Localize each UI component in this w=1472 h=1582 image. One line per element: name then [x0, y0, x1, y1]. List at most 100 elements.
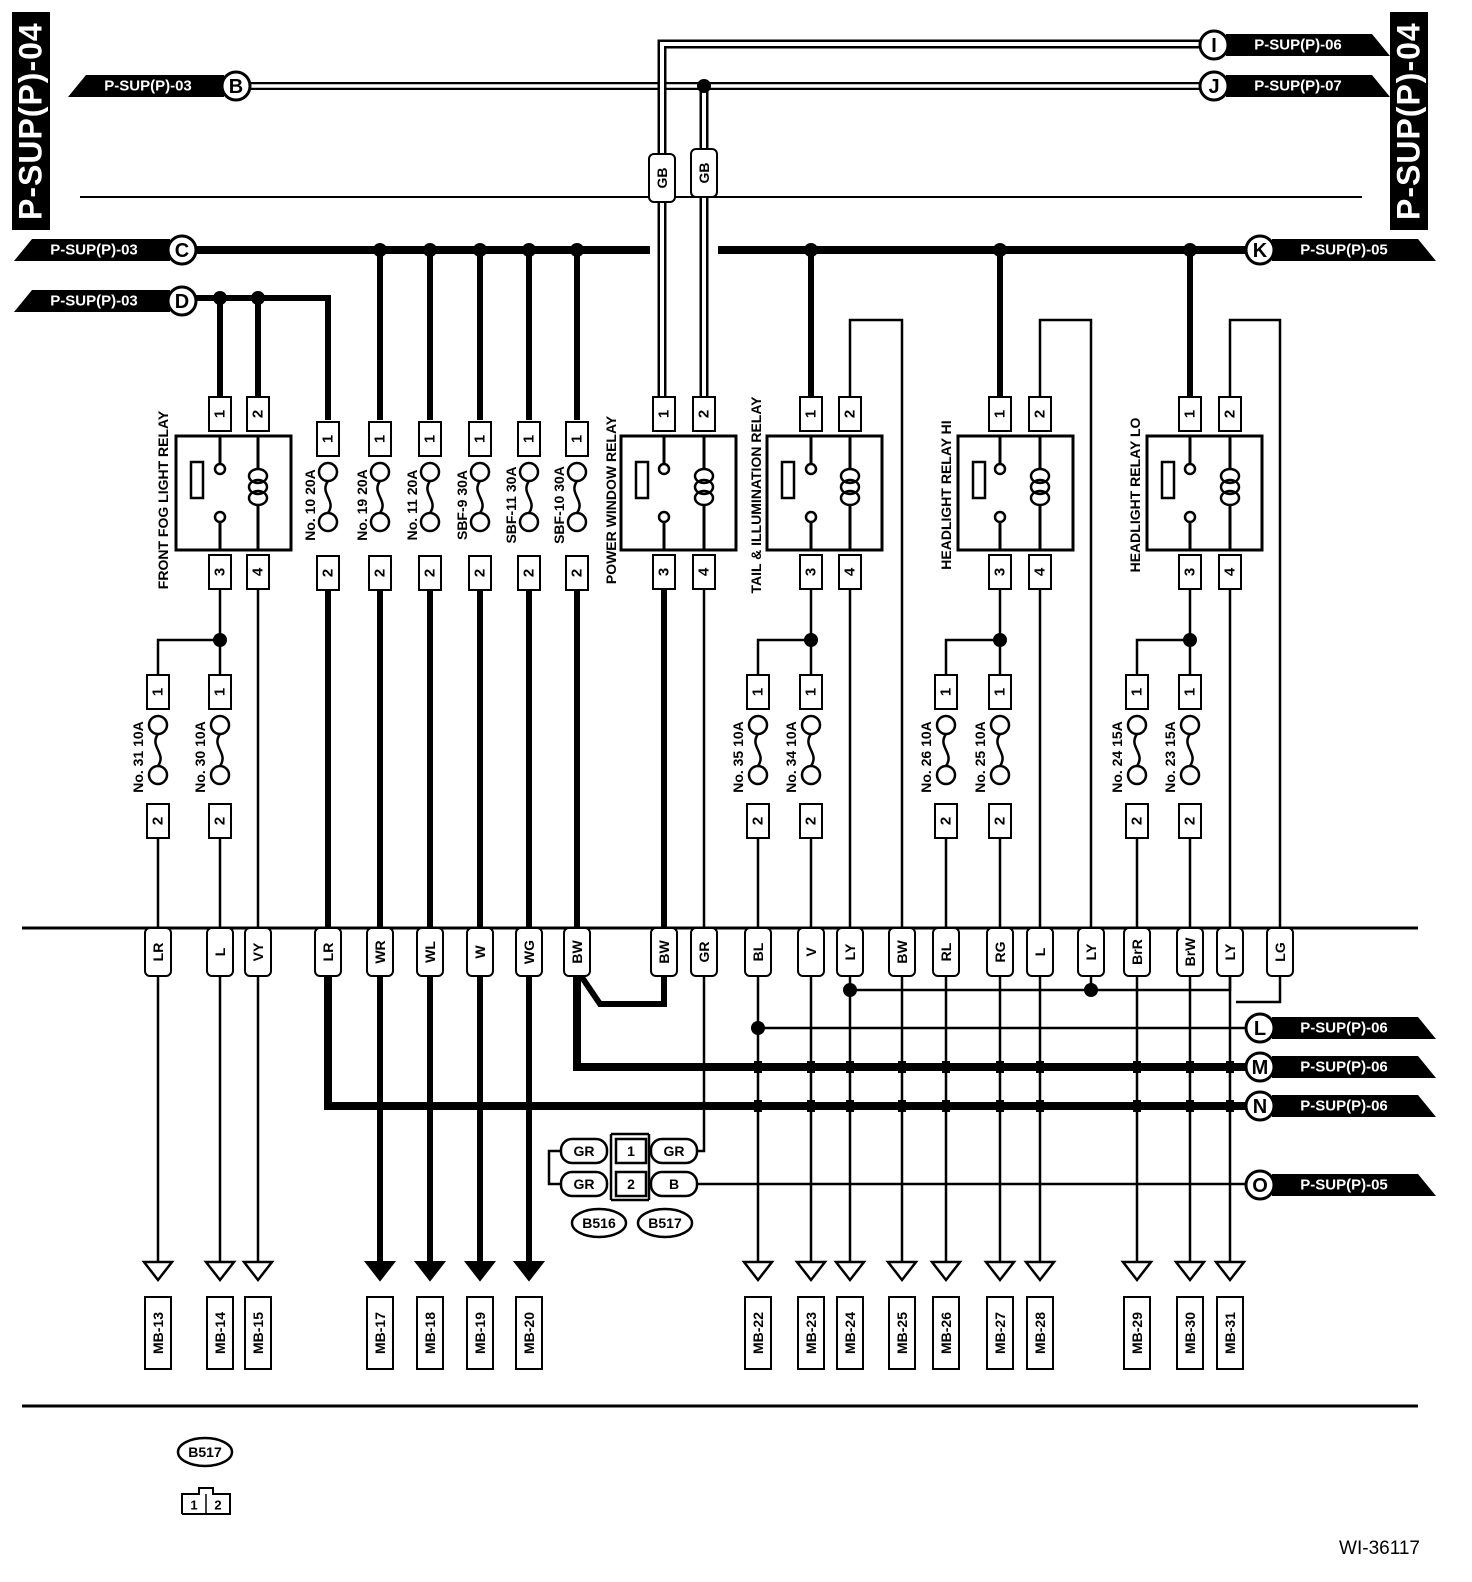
arrow-MB-29	[1120, 1260, 1154, 1283]
fuse-terminal	[989, 764, 1011, 786]
junction-dot	[843, 983, 857, 997]
crossing	[898, 1100, 906, 1112]
connector-o-ref: P-SUP(P)-05	[1300, 1177, 1388, 1194]
fuse-upper-4-pin-1-text: 1	[472, 435, 489, 443]
relay-5-contact	[1160, 460, 1176, 500]
relay-1-coil	[247, 478, 269, 496]
fuse-lower-5-label: No. 26 10A	[918, 721, 934, 793]
splice-right-wire	[649, 1137, 699, 1165]
fuse-lower-2-pin-2-text: 2	[212, 817, 229, 825]
relay-3-coil	[839, 467, 861, 485]
output-mb-26	[932, 1296, 960, 1370]
fuse-lower-5-pin-2-text: 2	[938, 817, 955, 825]
fuse-terminal	[317, 511, 339, 533]
relay-2-label: POWER WINDOW RELAY	[603, 415, 619, 584]
junction-dot	[473, 243, 487, 257]
relay-1-pin-2-text: 2	[250, 410, 267, 418]
fuse-link	[476, 480, 484, 514]
connector-j-ref: P-SUP(P)-07	[1254, 78, 1342, 95]
fuse-lower-3-label: No. 35 10A	[730, 721, 746, 793]
crossing	[942, 1100, 950, 1112]
coil-feed-wire	[1228, 318, 1282, 925]
output-mb-23	[797, 1296, 825, 1370]
crossing	[754, 1061, 762, 1073]
output-mb-17-text: MB-17	[372, 1312, 388, 1354]
fuse-upper-3-pin-2-text: 2	[422, 569, 439, 577]
relay-2-pin-1	[652, 396, 676, 432]
relay-2-pin-2-text: 2	[696, 410, 713, 418]
splice-right-wire-text: B	[669, 1176, 679, 1192]
connector-d-letter: D	[175, 291, 189, 313]
relay-3-pin-1-text: 1	[803, 410, 820, 418]
wire	[756, 638, 811, 675]
relay-2-contact	[634, 460, 650, 500]
gr-drop	[690, 970, 706, 1153]
wire	[156, 638, 220, 675]
wire-color-tag	[366, 927, 394, 977]
relay-1-pin-4-text: 4	[250, 567, 267, 576]
wire	[1135, 638, 1190, 675]
crossing	[846, 1100, 854, 1112]
wire-color-tag	[466, 927, 494, 977]
wire-color-tag-text: BW	[569, 940, 585, 964]
output-mb-13	[144, 1296, 172, 1370]
fuse-upper-2-label: No. 19 20A	[354, 469, 370, 541]
wire-color-tag-text: LY	[1222, 943, 1238, 960]
wire-color-tag	[206, 927, 234, 977]
wire-color-tag-text: LG	[1272, 942, 1288, 962]
wire-color-tag-text: BL	[750, 942, 766, 961]
arrow-MB-25	[885, 1260, 919, 1283]
fuse-lower-3-pin-1-text: 1	[750, 688, 767, 696]
fuse-upper-5-pin-1	[517, 421, 541, 457]
fuse-lower-2-pin-1	[208, 674, 232, 710]
fuse-lower-8-pin-2-text: 2	[1182, 817, 1199, 825]
output-mb-22	[744, 1296, 772, 1370]
fuse-link	[216, 733, 224, 767]
wire-color-tag	[932, 927, 960, 977]
fuse-lower-2-label: No. 30 10A	[192, 721, 208, 793]
output-mb-19-text: MB-19	[472, 1312, 488, 1354]
fuse-lower-7-pin-1-text: 1	[1129, 688, 1146, 696]
output-mb-30	[1176, 1296, 1204, 1370]
relay-5-coil	[1219, 489, 1241, 507]
wire-color-tag	[144, 927, 172, 977]
fuse-terminal	[747, 714, 769, 736]
splice-pin-text: 2	[627, 1176, 635, 1192]
connector-o-circle	[1244, 1169, 1276, 1201]
fuse-upper-1-pin-1	[316, 421, 340, 457]
splice-jumper	[547, 1149, 563, 1186]
relay-3-switch-terminal	[804, 510, 818, 524]
output-mb-26-text: MB-26	[938, 1312, 954, 1354]
fuse-upper-6-pin-1-text: 1	[569, 435, 586, 443]
crossing	[807, 1100, 815, 1112]
relay-4-pin-4-text: 4	[1032, 567, 1049, 576]
connector-c-letter: C	[175, 240, 189, 262]
output-mb-29-text: MB-29	[1129, 1312, 1145, 1354]
fuse-terminal	[369, 511, 391, 533]
fuse-lower-8-label: No. 23 15A	[1162, 721, 1178, 793]
wire-color-tag	[1266, 927, 1294, 977]
legend-pin-2: 2	[214, 1498, 221, 1513]
junction-dot	[373, 243, 387, 257]
legend-pin-1: 1	[190, 1498, 197, 1513]
fuse-terminal	[566, 511, 588, 533]
wire-tag-gb-2	[690, 148, 718, 198]
relay-2-pin-3-text: 3	[656, 568, 673, 576]
relay-2-pin-4-text: 4	[696, 567, 713, 576]
arrow-MB-31	[1213, 1260, 1247, 1283]
wire-color-tag	[416, 927, 444, 977]
relay-5-pin-2-text: 2	[1222, 410, 1239, 418]
arrow-MB-20	[512, 1261, 546, 1282]
wire-color-tag	[314, 927, 342, 977]
arrow-MB-28	[1023, 1260, 1057, 1283]
connector-o-letter: O	[1252, 1175, 1268, 1197]
fuse-terminal	[209, 764, 231, 786]
junction-dot	[1183, 243, 1197, 257]
wire-color-tag-text: BrW	[1182, 937, 1198, 967]
line-m	[573, 970, 1246, 1071]
fuse-upper-5-pin-1-text: 1	[521, 435, 538, 443]
arrow-MB-26	[929, 1260, 963, 1283]
connector-c-circle	[166, 234, 198, 266]
junction-dot	[570, 243, 584, 257]
fuse-upper-5-pin-2-text: 2	[521, 569, 538, 577]
